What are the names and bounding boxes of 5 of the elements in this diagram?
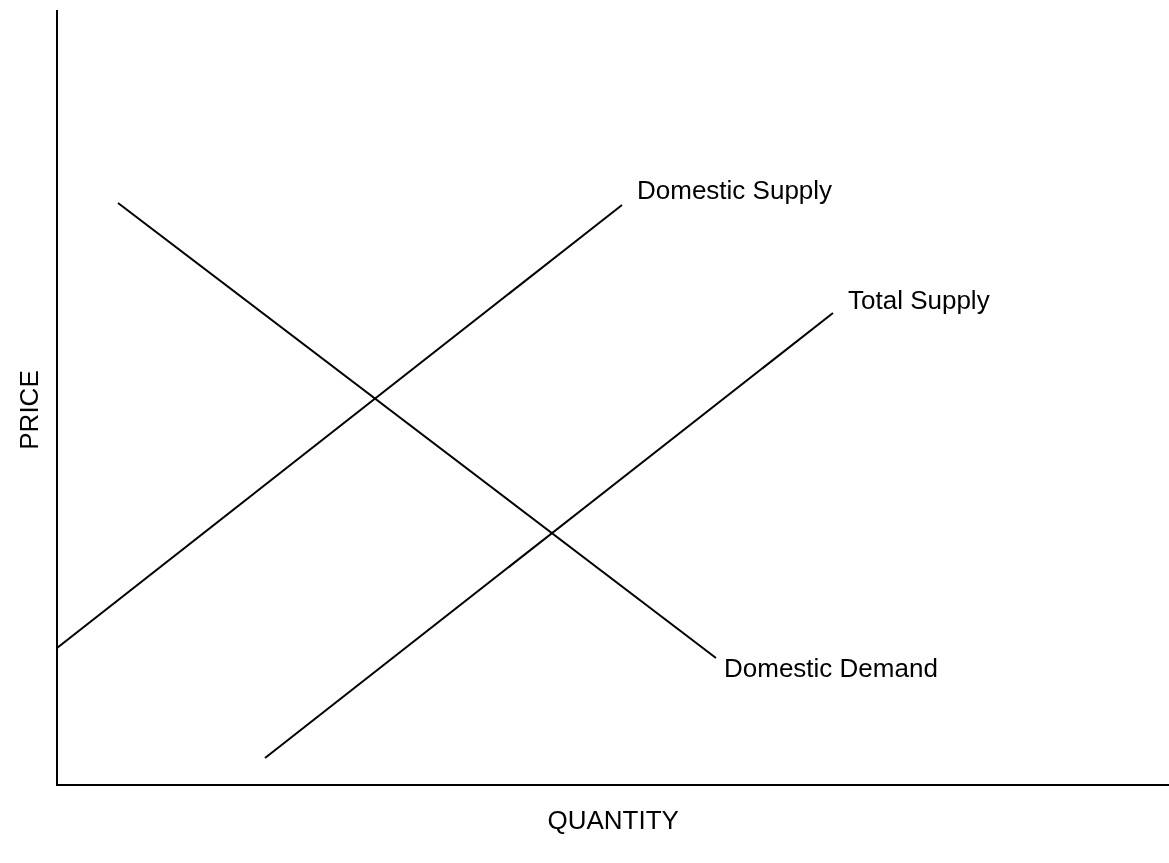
axis-title: PRICE — [13, 370, 44, 450]
curve-label: Domestic Supply — [637, 175, 833, 205]
curve-label: Total Supply — [848, 285, 990, 315]
axis-title: QUANTITY — [547, 805, 679, 835]
curve-label: Domestic Demand — [724, 653, 938, 683]
